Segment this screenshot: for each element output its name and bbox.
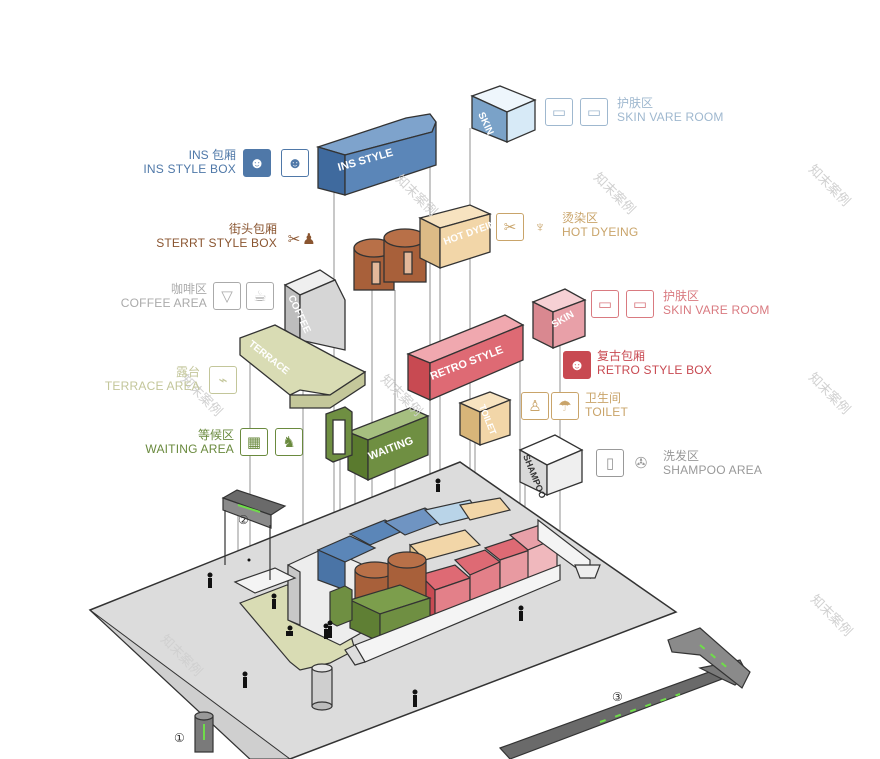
block-hot-dyeing	[418, 204, 492, 270]
entrance-walkway-3	[498, 627, 751, 759]
waiting-people-icon: ♞	[275, 428, 303, 456]
block-skin-mid	[531, 288, 587, 350]
block-shampoo	[518, 434, 584, 497]
column-cylinder	[194, 663, 333, 753]
label-retro: 复古包厢 RETRO STYLE BOX	[597, 349, 713, 378]
label-toilet: 卫生间 TOILET	[585, 391, 628, 420]
waiting-seats-icon: ▦	[240, 428, 268, 456]
label-skin-top: 护肤区 SKIN VARE ROOM	[617, 96, 724, 125]
watermark-4: 知末案例	[807, 592, 855, 640]
label-retro-en: RETRO STYLE BOX	[597, 362, 713, 377]
scissors-comb-icon: ✂	[286, 225, 302, 253]
smoking-icon: ⌁	[209, 366, 237, 394]
label-shampoo-cn: 洗发区	[663, 449, 700, 463]
label-street-cn: 街头包厢	[228, 222, 277, 236]
block-retro-style	[406, 314, 525, 402]
coffee-cup-icon: ☕	[246, 282, 274, 310]
label-waiting-en: WAITING AREA	[145, 441, 234, 456]
label-ins-en: INS STYLE BOX	[143, 161, 236, 176]
shop-assembly	[233, 497, 601, 666]
label-skin-mid: 护肤区 SKIN VARE ROOM	[663, 289, 770, 318]
label-coffee-cn: 咖啡区	[170, 282, 207, 296]
label-toilet-cn: 卫生间	[585, 391, 622, 405]
watermark-6: 知末案例	[392, 172, 440, 220]
label-street-en: STERRT STYLE BOX	[156, 235, 277, 250]
block-skin-top	[470, 85, 537, 143]
hair-tools-icon: ♆	[531, 213, 549, 241]
label-hot: 烫染区 HOT DYEING	[562, 211, 639, 240]
label-terrace-cn: 露台	[175, 365, 200, 379]
label-waiting: 等候区 WAITING AREA	[145, 428, 234, 457]
watermark-3: 知末案例	[805, 370, 853, 418]
label-skin-top-en: SKIN VARE ROOM	[617, 109, 724, 124]
label-waiting-cn: 等候区	[197, 428, 234, 442]
label-terrace-en: TERRACE AREA	[104, 378, 200, 393]
label-skin-top-cn: 护肤区	[617, 96, 654, 110]
restroom-people-icon: ♙	[521, 392, 549, 420]
massage-bed-icon: ▭	[545, 98, 573, 126]
block-terrace	[239, 324, 367, 409]
label-street: 街头包厢 STERRT STYLE BOX	[156, 222, 277, 251]
label-retro-cn: 复古包厢	[597, 349, 646, 363]
block-ins-style	[315, 113, 437, 196]
massage-bed-icon: ▭	[580, 98, 608, 126]
label-skin-mid-en: SKIN VARE ROOM	[663, 302, 770, 317]
block-toilet	[458, 391, 512, 447]
hair-dryer-icon: ✇	[629, 449, 653, 477]
hand-wash-icon: ☂	[551, 392, 579, 420]
person-portrait-icon: ☻	[281, 149, 309, 177]
label-ins: INS 包厢 INS STYLE BOX	[143, 148, 236, 177]
label-ins-cn: INS 包厢	[188, 148, 236, 162]
people-silhouettes	[207, 478, 524, 707]
entrance-canopy-2	[221, 489, 287, 580]
retro-hat-person-icon: ☻	[563, 351, 591, 379]
marker-2: ②	[238, 513, 249, 527]
cocktail-glass-icon: ▽	[213, 282, 241, 310]
label-shampoo-en: SHAMPOO AREA	[663, 462, 763, 477]
block-street-style	[353, 228, 427, 291]
label-hot-en: HOT DYEING	[562, 224, 639, 239]
label-coffee: 咖啡区 COFFEE AREA	[120, 282, 207, 311]
massage-bed-icon: ▭	[591, 290, 619, 318]
label-shampoo: 洗发区 SHAMPOO AREA	[663, 449, 763, 478]
watermark-2: 知末案例	[805, 162, 853, 210]
massage-bed-icon: ▭	[626, 290, 654, 318]
scissors-icon: ✂	[496, 213, 524, 241]
person-portrait-icon: ☻	[243, 149, 271, 177]
label-skin-mid-cn: 护肤区	[663, 289, 700, 303]
restroom-people-icon: ♟	[302, 225, 316, 253]
label-hot-cn: 烫染区	[562, 211, 599, 225]
label-terrace: 露台 TERRACE AREA	[104, 365, 200, 394]
label-coffee-en: COFFEE AREA	[120, 295, 207, 310]
block-waiting	[325, 406, 430, 482]
marker-1: ①	[174, 731, 185, 745]
label-toilet-en: TOILET	[585, 404, 628, 419]
shampoo-bottle-icon: ▯	[596, 449, 624, 477]
block-coffee	[283, 269, 346, 351]
marker-3: ③	[612, 690, 623, 704]
